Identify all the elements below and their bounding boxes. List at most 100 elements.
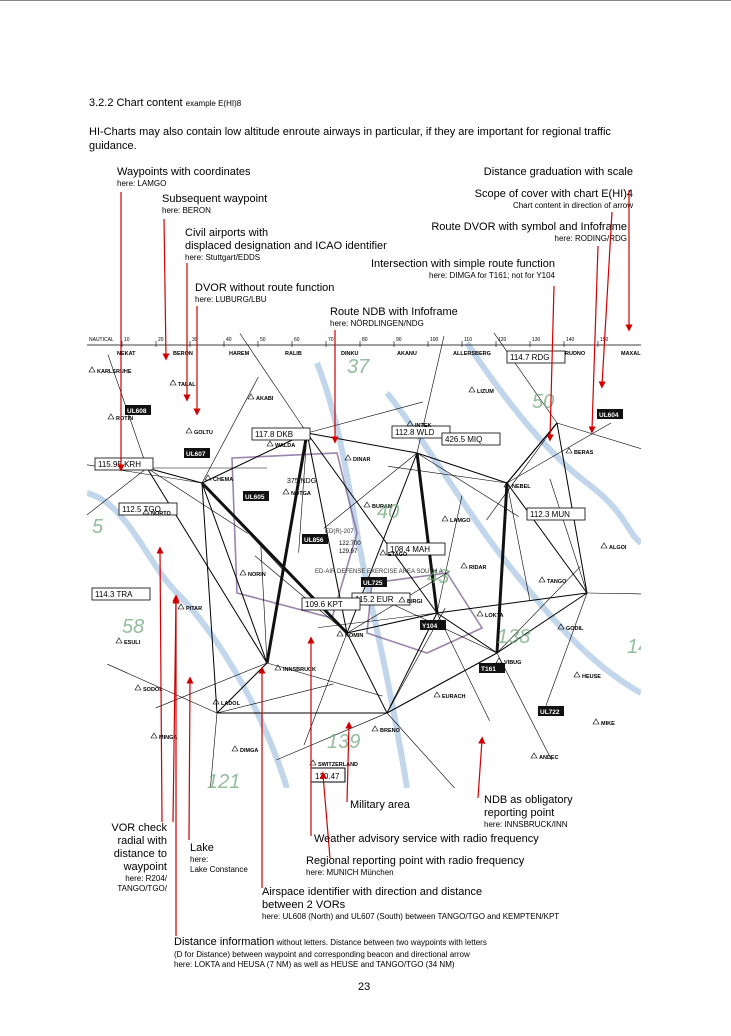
callout-sub: here: LUBURG/LBU <box>195 295 267 304</box>
scale-tick: 130 <box>532 337 541 343</box>
waypoint-triangle-icon <box>282 488 290 495</box>
callout-sub: TANGO/TGO/ <box>117 884 167 893</box>
scale-tick: 110 <box>464 337 472 343</box>
route-designator: UL604 <box>599 412 619 419</box>
waypoint-label: CHEMA <box>213 477 233 483</box>
airway-line <box>506 482 531 601</box>
route-designator: T161 <box>481 666 496 673</box>
route-designator: UL607 <box>186 451 206 458</box>
callout-title: NDB as obligatory <box>484 794 573 806</box>
waypoint-label: KOMIN <box>345 633 363 639</box>
top-waypoint-label: RALIB <box>285 351 302 357</box>
place-labels: KARLSRUHEGOLTUNOTGAETAGOLOKTAHEUSEMINGAA… <box>88 366 627 768</box>
route-designator: UL608 <box>127 408 147 415</box>
route-badge <box>302 534 328 544</box>
waypoint-triangle-icon <box>247 393 255 400</box>
callout-sub: here: MUNICH München <box>306 868 394 877</box>
vor-label: 112.3 MUN <box>530 510 570 519</box>
callout-lake: Lake here: Lake Constance <box>190 842 248 875</box>
waypoint-label: ROTIN <box>116 416 133 422</box>
waypoint-label: DIMGA <box>240 748 258 754</box>
airway-line <box>346 632 388 714</box>
callout-waypoints: Waypoints with coordinates here: LAMGO <box>117 166 251 189</box>
callout-title: Intersection with simple route function <box>370 258 555 270</box>
vor-infoframe <box>91 587 151 601</box>
callout-title: displaced designation and ICAO identifie… <box>185 240 387 252</box>
intro-paragraph: HI-Charts may also contain low altitude … <box>89 126 611 152</box>
top-waypoint-label: NEKAT <box>117 351 136 357</box>
airway-line <box>496 566 581 654</box>
waypoint-triangle-icon <box>266 440 274 447</box>
waypoint-label: NOTGA <box>291 491 311 497</box>
callout-title: Weather advisory service with radio freq… <box>314 833 539 845</box>
vor-infoframe <box>441 432 501 446</box>
sector-labels: 5040431381211391453758 <box>92 356 641 788</box>
scale-tick: 90 <box>396 337 402 343</box>
scale-tick: 10 <box>124 337 130 343</box>
section-title: 3.2.2 Chart content <box>89 97 183 109</box>
waypoint-triangle-icon <box>468 386 476 393</box>
airway-thick <box>415 452 439 614</box>
waypoint-label: SWITZERLAND <box>318 762 358 768</box>
waypoint-label: AKABI <box>256 396 274 402</box>
scale-tick: 70 <box>328 337 334 343</box>
airway-line <box>436 495 463 614</box>
sector-number: 139 <box>327 731 360 753</box>
waypoint-label: TANGO <box>547 579 567 585</box>
callout-subsequent: Subsequent waypoint here: BERON <box>162 193 267 216</box>
top-waypoint-label: HAREM <box>229 351 250 357</box>
airway-line <box>386 652 498 714</box>
callout-title: Lake <box>190 842 214 854</box>
airway-line <box>346 612 438 634</box>
callout-title: Subsequent waypoint <box>162 193 268 205</box>
callout-sub: here: INNSBRUCK/INN <box>484 820 568 829</box>
callout-military: Military area <box>350 799 410 812</box>
munich-freq2: 129.97 <box>339 549 358 555</box>
waypoint-triangle-icon <box>344 454 352 461</box>
waypoint-label: LOKTA <box>485 613 504 619</box>
vor-label: 114.7 RDG <box>510 353 549 362</box>
waypoint-triangle-icon <box>592 718 600 725</box>
callout-sub: here: LOKTA and HEUSA (7 NM) as well as … <box>174 960 455 969</box>
top-waypoint-label: BERON <box>173 351 193 357</box>
callout-airspace: Airspace identifier with direction and d… <box>262 886 559 922</box>
callout-sub: here: RODING/RDG <box>554 234 627 243</box>
callout-title: Waypoints with coordinates <box>117 166 251 178</box>
airway-line <box>386 712 455 788</box>
waypoint-label: BERAS <box>574 450 594 456</box>
waypoint-triangle-icon <box>573 671 581 678</box>
callout-title: Distance information <box>174 936 275 948</box>
waypoint-label: DINAR <box>353 457 370 463</box>
scale-tick: 50 <box>260 337 266 343</box>
airway-line <box>254 555 348 634</box>
scale-tick: 80 <box>362 337 368 343</box>
waypoint-triangle-icon <box>363 501 371 508</box>
vor-label: 114.3 TRA <box>95 590 133 599</box>
waypoint-label: RIDAR <box>469 565 486 571</box>
route-badge <box>361 577 387 587</box>
waypoint-label: BIRGI <box>407 599 423 605</box>
vor-infoframe <box>118 502 178 516</box>
waypoint-triangle-icon <box>379 549 387 556</box>
restricted-area: ED(R)-207 <box>325 529 354 535</box>
sector-number: 14 <box>627 636 641 658</box>
callout-scope: Scope of cover with chart E(HI)4 Chart c… <box>475 188 633 211</box>
waypoint-triangle-icon <box>371 725 379 732</box>
top-waypoint-label: ALLERSBERG <box>453 351 491 357</box>
waypoint-label: MIKE <box>601 721 615 727</box>
sector-number: 5 <box>92 516 104 538</box>
callout-sub: (D for Distance) between waypoint and co… <box>174 950 470 959</box>
waypoint-label: GODIL <box>566 626 584 632</box>
airway-line <box>496 592 588 654</box>
callout-distinfo: Distance information without letters. Di… <box>174 932 487 970</box>
waypoint-label: NORTO <box>151 511 171 517</box>
airway-line <box>201 432 308 484</box>
airway-line <box>416 452 508 484</box>
route-badge <box>243 491 269 501</box>
scale-tick: 20 <box>158 337 164 343</box>
callout-title: VOR check <box>111 822 167 834</box>
callout-sub: here: DIMGA for T161; not for Y104 <box>429 271 555 280</box>
airway-line <box>146 467 203 484</box>
